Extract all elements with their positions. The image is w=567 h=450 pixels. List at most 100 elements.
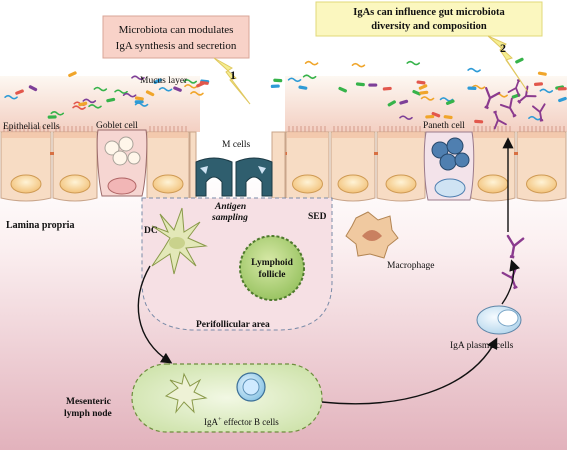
bacterium — [15, 89, 24, 95]
iga-antibodies — [484, 79, 546, 290]
bacterium — [420, 96, 435, 101]
bacterium — [539, 88, 554, 94]
bacterium — [72, 105, 86, 110]
lightning-bolt-1-icon — [213, 57, 251, 105]
bacterium — [68, 71, 77, 78]
effector-prefix: IgA — [204, 417, 218, 427]
bacterium — [270, 84, 280, 88]
callout-iga-line1: IgAs can influence gut microbiota — [353, 7, 505, 18]
bacterium — [338, 86, 347, 93]
bacterium — [537, 71, 547, 76]
label-iga-plasma-cells: IgA plasma cells — [450, 341, 514, 351]
callout-iga-number: 2 — [500, 41, 506, 55]
label-lamina-propria: Lamina propria — [6, 220, 74, 231]
bacterium — [190, 91, 204, 96]
iga-antibody-icon — [499, 97, 517, 118]
mesenteric-lymph-node — [131, 363, 323, 433]
effector-sup: + — [218, 416, 222, 423]
label-dc: DC — [144, 226, 158, 236]
microbiota-group — [4, 57, 567, 124]
bacterium — [382, 86, 392, 91]
bacterium — [304, 60, 319, 66]
label-m-cells: M cells — [222, 140, 251, 150]
label-sed: SED — [308, 212, 327, 222]
bacterium — [355, 82, 365, 87]
label-lymphoid-2: follicle — [259, 270, 286, 280]
bacterium — [50, 111, 65, 116]
bacterium — [474, 119, 484, 124]
macrophage-cell — [345, 211, 399, 259]
callout-microbiota-line2: IgA synthesis and secretion — [116, 40, 237, 52]
lymphoid-follicle — [239, 235, 305, 301]
bacterium — [467, 86, 477, 91]
bacterium — [28, 85, 38, 92]
label-effector-b-cells: IgA+ effector B cells — [204, 416, 279, 427]
label-antigen-2: sampling — [211, 213, 248, 223]
bacterium — [122, 92, 137, 98]
bacterium — [88, 104, 102, 109]
label-mesenteric-2: lymph node — [64, 409, 112, 419]
bacterium — [131, 75, 145, 81]
epithelial-cell — [283, 126, 330, 202]
bacterium — [287, 77, 302, 83]
iga-plasma-cell — [476, 305, 522, 335]
epithelial-cell — [514, 126, 567, 202]
epithelial-cell — [374, 126, 426, 202]
arrow-dc-to-lymph-node — [137, 265, 173, 364]
label-epithelial-cells: Epithelial cells — [3, 122, 60, 132]
epithelial-cell — [0, 126, 52, 202]
mucus-layer-left — [0, 76, 200, 132]
bacterium — [134, 96, 144, 101]
bacterium — [528, 115, 542, 121]
bacterium — [443, 115, 453, 120]
bacterium — [78, 101, 88, 107]
iga-antibody-icon — [517, 85, 537, 104]
iga-antibody-icon — [532, 103, 546, 122]
callout-microbiota-box — [102, 15, 250, 59]
label-antigen-1: Antigen — [214, 202, 246, 212]
epithelial-cell — [189, 131, 197, 199]
arrow-plasma-to-iga — [501, 259, 520, 305]
bacterium — [114, 89, 128, 94]
iga-antibody-icon — [484, 86, 501, 110]
bacterium — [557, 87, 567, 91]
bacterium — [431, 111, 441, 118]
bacterium — [145, 90, 155, 97]
bacterium — [416, 80, 426, 85]
bacterium — [412, 89, 421, 96]
iga-antibody-icon — [493, 110, 507, 130]
paneth-cell — [423, 131, 475, 201]
label-paneth-cell: Paneth cell — [423, 121, 465, 131]
callout-iga-box — [315, 1, 543, 37]
epithelial-cell — [330, 126, 376, 202]
bacterium — [558, 96, 567, 103]
epithelial-cell — [271, 131, 286, 199]
label-lymphoid-1: Lymphoid — [251, 258, 293, 268]
arrow-lymph-node-to-plasma — [321, 337, 498, 405]
effector-suffix: effector B cells — [222, 417, 280, 427]
bacterium — [158, 87, 173, 92]
epithelial-cell — [470, 126, 516, 202]
bacterium — [153, 78, 163, 84]
bacterium — [273, 78, 283, 83]
bacterium — [134, 102, 149, 107]
bacterium — [471, 84, 486, 90]
bacterium — [515, 57, 524, 64]
bacterium — [419, 90, 429, 95]
bacterium — [418, 84, 428, 90]
bacterium — [93, 86, 108, 92]
callout-iga-line2: diversity and composition — [371, 21, 487, 32]
callout-microbiota: Microbiota can modulates IgA synthesis a… — [102, 15, 251, 105]
bacterium — [47, 115, 57, 119]
bacterium — [106, 97, 116, 103]
bacterium — [173, 86, 182, 92]
bacterium — [399, 115, 413, 120]
epithelial-cell — [50, 126, 98, 202]
bacterium — [406, 60, 421, 66]
callout-microbiota-line1: Microbiota can modulates — [119, 24, 234, 36]
label-mucus-layer: Mucus layer — [140, 76, 188, 86]
lightning-bolt-2-icon — [487, 35, 529, 93]
label-perifollicular-area: Perifollicular area — [196, 320, 270, 330]
epithelial-cell — [146, 126, 190, 202]
